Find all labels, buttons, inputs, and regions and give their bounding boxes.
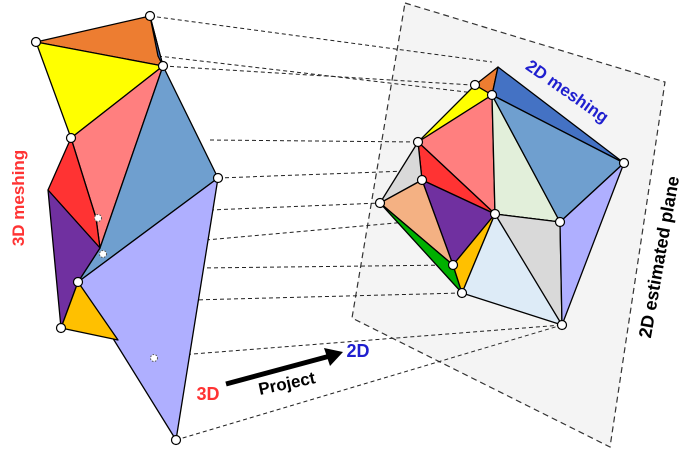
hidden-vertex [150,354,158,362]
projection-line [209,202,381,211]
label-from-3d: 3D [196,384,219,404]
mesh3d-vertices [30,10,224,446]
vertex [469,79,481,91]
vertex [456,287,468,299]
mesh2d-vertices [374,79,630,331]
vertex [556,319,568,331]
vertex [170,434,182,446]
projection-line [157,55,493,96]
projection-line [191,292,463,301]
project-arrow [225,348,343,387]
mesh3d-hidden-vertices [94,214,158,362]
vertex [374,197,386,209]
vertex [72,276,84,288]
label-3d-meshing: 3D meshing [9,150,28,246]
hidden-vertex [99,250,107,258]
mesh3d-face [60,281,119,341]
vertex [65,132,77,144]
mesh3d-face [77,177,219,441]
projection-line [199,264,454,269]
mesh2d-face [559,162,625,326]
vertex [144,10,156,22]
mesh-2d [379,66,625,326]
vertex [447,259,459,271]
projection-line [162,65,473,86]
projection-line [179,324,563,356]
vertex [486,89,498,101]
vertex [618,157,630,169]
vertex [55,322,67,334]
hidden-vertex [94,214,102,222]
mesh-3d [35,15,219,441]
vertex [157,60,169,72]
mesh3d-face [149,15,164,67]
vertex [554,216,566,228]
projection-line [149,15,493,63]
vertex [489,208,501,220]
label-to-2d: 2D [346,341,369,361]
vertex [30,36,42,48]
vertex [212,172,224,184]
vertex [412,136,424,148]
vertex [416,174,428,186]
